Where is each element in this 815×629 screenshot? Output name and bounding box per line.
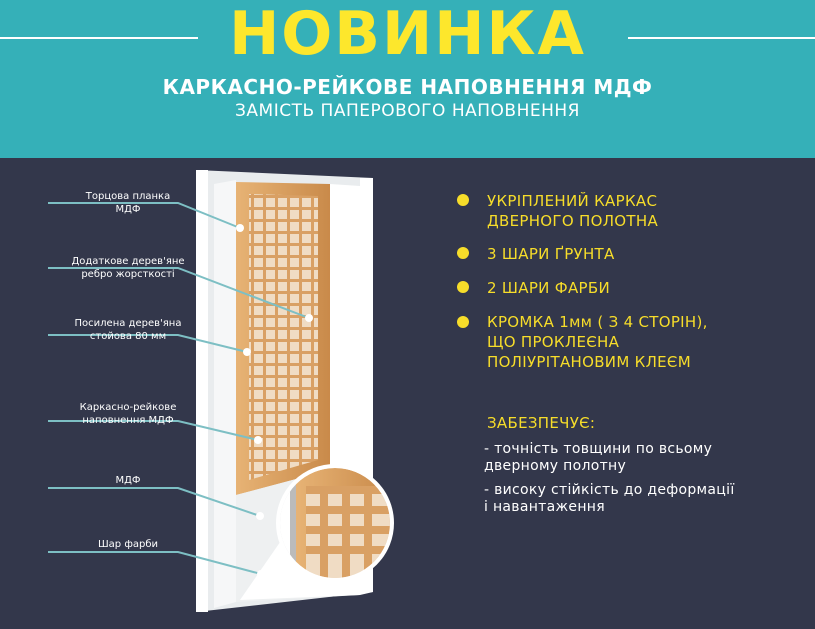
pointer-dot (257, 570, 265, 578)
label-line: Додаткове дерев'яне (71, 256, 185, 267)
label-line: МДФ (115, 475, 141, 486)
label-paint-layer: Шар фарби (58, 538, 198, 551)
header-rule-right (628, 37, 815, 39)
label-line: МДФ (115, 204, 141, 215)
pointer-dot (256, 512, 264, 520)
label-end-strip: Торцова планка МДФ (68, 190, 188, 216)
feature-line: УКРІПЛЕНИЙ КАРКАС (487, 192, 658, 210)
page-subtitle: КАРКАСНО-РЕЙКОВЕ НАПОВНЕННЯ МДФ (162, 75, 653, 99)
pointer-dot (236, 224, 244, 232)
page-subtitle-secondary: ЗАМІСТЬ ПАПЕРОВОГО НАПОВНЕННЯ (235, 101, 580, 121)
label-line: Шар фарби (97, 539, 159, 550)
feature-item-edge: КРОМКА 1мм ( З 4 СТОРІН), ЩО ПРОКЛЕЄНА П… (487, 312, 708, 372)
feature-item-paint: 2 ШАРИ ФАРБИ (487, 278, 610, 298)
door-slab-edge (214, 180, 236, 608)
page-title: НОВИНКА (229, 0, 586, 69)
label-mdf: МДФ (58, 474, 198, 487)
provides-item-thickness: - точність товщини по всьому дверному по… (484, 441, 712, 475)
feature-line: ЩО ПРОКЛЕЄНА (487, 333, 620, 351)
label-line: Каркасно-рейкове (79, 402, 177, 413)
label-line: Посилена дерев'яна (74, 318, 182, 329)
main-panel (0, 158, 815, 629)
provides-line: - точність товщини по всьому (484, 441, 713, 457)
header-banner: НОВИНКА КАРКАСНО-РЕЙКОВЕ НАПОВНЕННЯ МДФ … (0, 0, 815, 158)
feature-bullet (457, 281, 469, 293)
feature-bullet (457, 247, 469, 259)
header-rule-left (0, 37, 198, 39)
feature-line: 2 ШАРИ ФАРБИ (487, 279, 610, 297)
provides-line: - високу стійкість до деформації (484, 482, 735, 498)
label-line: ребро жорсткості (81, 269, 175, 280)
provides-heading: ЗАБЕЗПЕЧУЄ: (487, 414, 596, 432)
pointer-dot (254, 436, 262, 444)
feature-line: ДВЕРНОГО ПОЛОТНА (487, 212, 659, 230)
feature-item-frame: УКРІПЛЕНИЙ КАРКАС ДВЕРНОГО ПОЛОТНА (487, 191, 658, 231)
pointer-dot (243, 348, 251, 356)
feature-bullet (457, 316, 469, 328)
feature-line: 3 ШАРИ ҐРУНТА (487, 245, 615, 263)
provides-line: дверному полотну (484, 458, 627, 474)
label-reinforced-stile: Посилена дерев'яна стойова 80 мм (58, 317, 198, 343)
label-extra-rib: Додаткове дерев'яне ребро жорсткості (58, 255, 198, 281)
pointer-dot (305, 314, 313, 322)
feature-bullet (457, 194, 469, 206)
mdf-grid-core (249, 194, 318, 480)
label-line: стойова 80 мм (89, 331, 167, 342)
label-frame-filling: Каркасно-рейкове наповнення МДФ (58, 401, 198, 427)
provides-item-stability: - високу стійкість до деформації і наван… (484, 482, 735, 516)
provides-line: і навантаження (484, 499, 605, 515)
feature-line: КРОМКА 1мм ( З 4 СТОРІН), (487, 313, 708, 331)
label-line: наповнення МДФ (82, 415, 174, 426)
feature-line: ПОЛІУРІТАНОВИМ КЛЕЄМ (487, 353, 691, 371)
label-line: Торцова планка (85, 191, 171, 202)
feature-item-primer: 3 ШАРИ ҐРУНТА (487, 244, 615, 264)
